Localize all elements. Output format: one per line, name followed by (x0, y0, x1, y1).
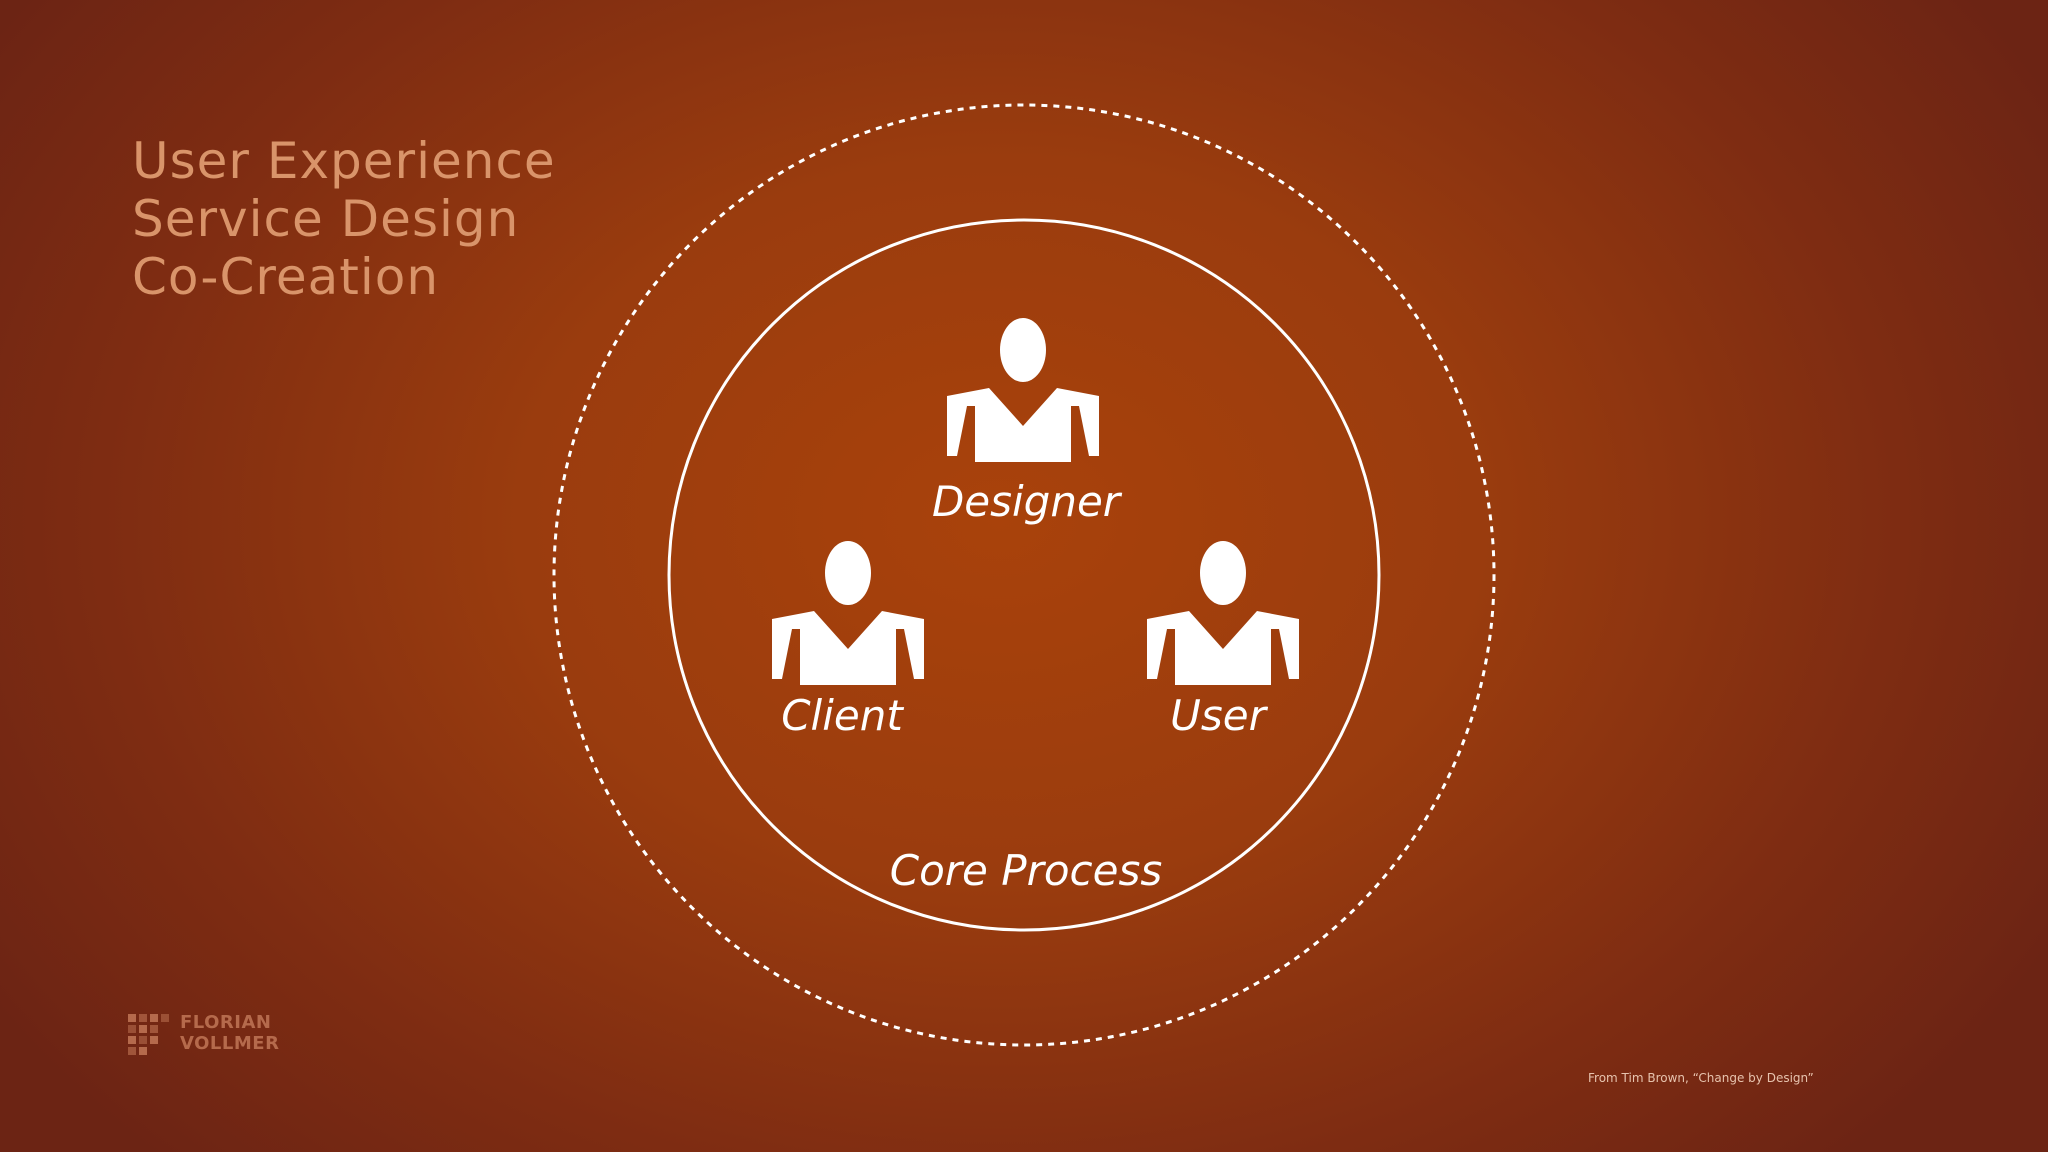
inner-core-circle (667, 218, 1381, 932)
core-process-label: Core Process (890, 846, 1162, 895)
designer-person-icon (947, 318, 1099, 462)
topic-item-user-experience: User Experience (132, 132, 556, 190)
logo-line-2: VOLLMER (180, 1033, 280, 1054)
topic-list: User Experience Service Design Co-Creati… (132, 132, 556, 306)
user-person-icon (1147, 541, 1299, 685)
logo-wordmark: FLORIAN VOLLMER (180, 1012, 279, 1054)
florian-vollmer-logo-mark-icon (128, 1014, 169, 1055)
florian-vollmer-logo: FLORIAN VOLLMER (128, 1012, 288, 1058)
client-person-icon (772, 541, 924, 685)
topic-item-service-design: Service Design (132, 190, 520, 248)
role-label-designer: Designer (932, 477, 1123, 526)
topic-item-co-creation: Co-Creation (132, 248, 440, 306)
role-label-client: Client (781, 691, 904, 740)
role-label-user: User (1170, 691, 1268, 740)
source-credit: From Tim Brown, “Change by Design” (1588, 1071, 1814, 1085)
logo-line-1: FLORIAN (180, 1012, 272, 1033)
outer-dashed-circle (552, 103, 1496, 1047)
